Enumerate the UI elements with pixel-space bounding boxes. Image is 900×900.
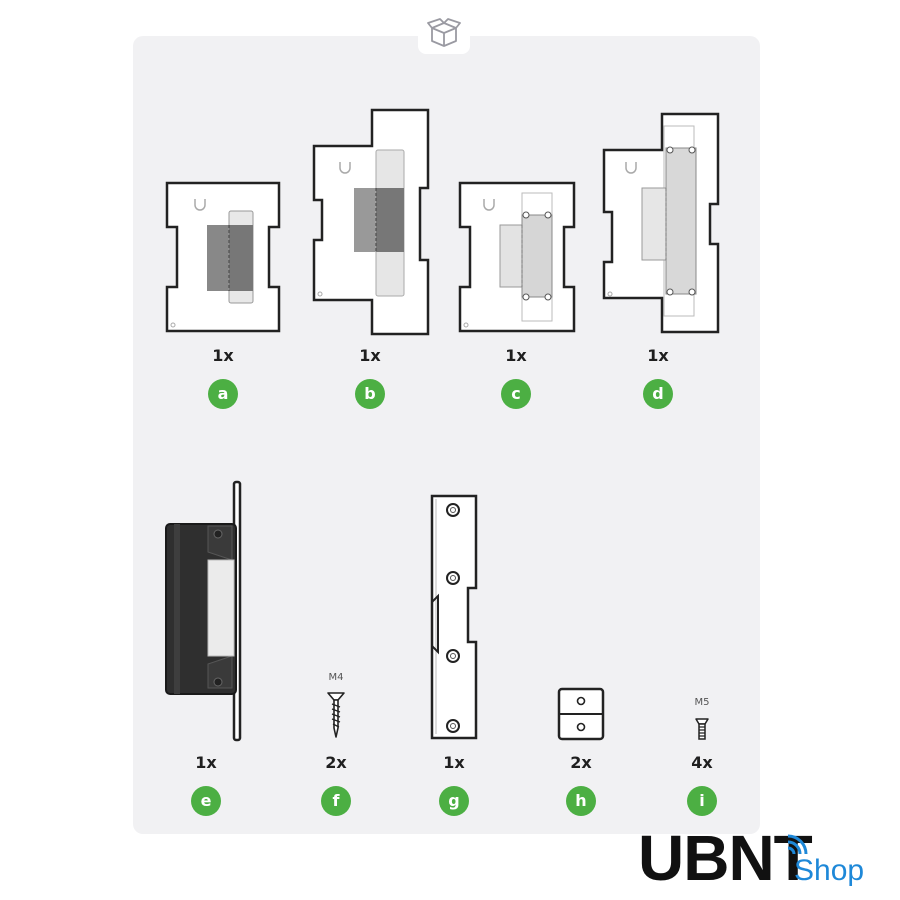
screw-size-label-i: M5	[694, 697, 710, 708]
item-e-strike	[164, 480, 244, 742]
wifi-icon	[787, 834, 808, 855]
item-e-letter-badge: e	[191, 786, 221, 816]
item-b-plate	[312, 108, 430, 336]
item-f-screw	[327, 692, 345, 738]
package-contents-badge	[418, 12, 470, 54]
item-d-quantity: 1x	[647, 346, 669, 365]
mounting-plate-d-icon	[602, 112, 720, 334]
item-b-letter-badge: b	[355, 379, 385, 409]
item-e-quantity: 1x	[195, 753, 217, 772]
item-d-letter-badge: d	[643, 379, 673, 409]
item-g-letter-badge: g	[439, 786, 469, 816]
item-a-letter-badge: a	[208, 379, 238, 409]
logo-brand-text: UBNT	[638, 822, 813, 894]
mounting-plate-b-icon	[312, 108, 430, 336]
item-a-plate	[165, 181, 281, 333]
box-icon	[427, 18, 461, 47]
item-b-quantity: 1x	[359, 346, 381, 365]
logo-suffix-text: Shop	[794, 854, 865, 887]
item-c-plate	[458, 181, 576, 333]
machine-screw-icon	[695, 718, 709, 740]
item-h-shims	[557, 687, 605, 741]
item-f-letter-badge: f	[321, 786, 351, 816]
item-g-quantity: 1x	[443, 753, 465, 772]
item-h-quantity: 2x	[570, 753, 592, 772]
item-h-letter-badge: h	[566, 786, 596, 816]
item-f-quantity: 2x	[325, 753, 347, 772]
screw-size-label-f: M4	[328, 672, 344, 683]
item-i-quantity: 4x	[691, 753, 713, 772]
wood-screw-icon	[327, 692, 345, 738]
mounting-plate-c-icon	[458, 181, 576, 333]
electric-strike-icon	[165, 480, 242, 742]
item-c-letter-badge: c	[501, 379, 531, 409]
mounting-plate-a-icon	[165, 181, 281, 333]
item-g-faceplate	[428, 494, 480, 742]
faceplate-icon	[430, 494, 478, 740]
item-a-quantity: 1x	[212, 346, 234, 365]
item-d-plate	[602, 112, 720, 334]
shim-plates-icon	[557, 687, 605, 741]
item-i-letter-badge: i	[687, 786, 717, 816]
item-c-quantity: 1x	[505, 346, 527, 365]
ubnt-shop-logo: UBNT Shop	[638, 826, 878, 890]
item-i-screw	[695, 718, 709, 740]
